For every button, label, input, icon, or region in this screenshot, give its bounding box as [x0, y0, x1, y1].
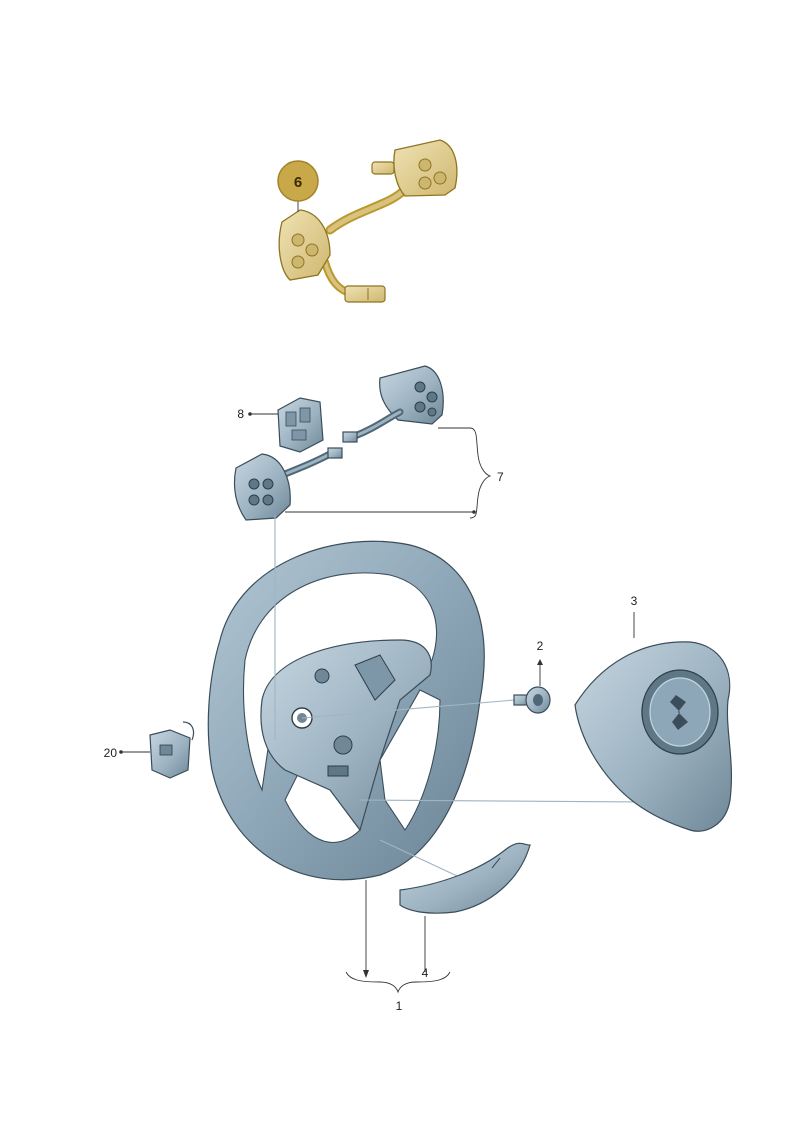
callout-label-20: 20: [104, 746, 118, 760]
part-6-switch-assembly[interactable]: [278, 139, 458, 303]
callout-label-1: 1: [396, 999, 403, 1013]
callout-label-3: 3: [631, 594, 638, 608]
callout-label-2: 2: [537, 639, 544, 653]
callout-badge-6[interactable]: 6: [277, 160, 319, 212]
callout-1: 1: [345, 880, 451, 1013]
part-3-airbag-unit[interactable]: [574, 641, 733, 832]
part-2-bolt[interactable]: [513, 686, 551, 714]
callout-8: 8: [237, 407, 278, 421]
callout-7: 7: [285, 427, 504, 519]
callout-20: 20: [104, 746, 150, 760]
part-4-trim-cover[interactable]: [399, 842, 531, 914]
part-20-clip[interactable]: [149, 721, 195, 779]
part-8-switch-block[interactable]: [277, 397, 324, 453]
callout-label-6: 6: [294, 174, 302, 191]
callout-3: 3: [631, 594, 638, 638]
callout-label-4: 4: [422, 966, 429, 980]
callout-2: 2: [537, 639, 544, 686]
part-7-multifunction-switches[interactable]: [233, 365, 444, 521]
steering-wheel[interactable]: [207, 540, 485, 881]
callout-4: 4: [422, 916, 429, 980]
assembly-projection-lines: [274, 515, 651, 883]
callout-label-7: 7: [497, 470, 504, 484]
callout-label-8: 8: [237, 407, 244, 421]
